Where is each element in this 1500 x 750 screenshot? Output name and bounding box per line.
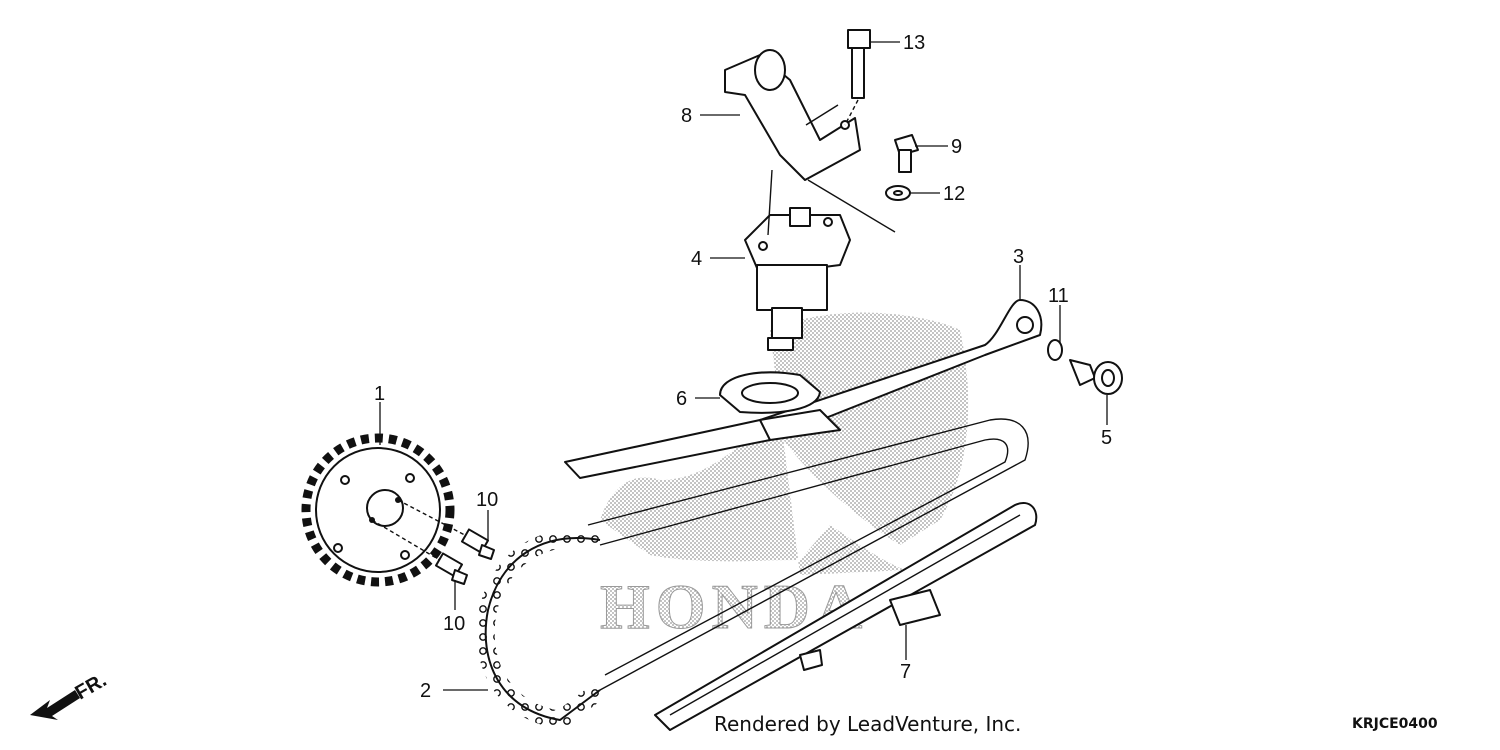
callout-12: 12 [943, 183, 965, 205]
bracket-bolt [844, 29, 871, 126]
callout-5: 5 [1101, 427, 1112, 449]
callout-3: 3 [1013, 246, 1024, 268]
diagram-code: KRJCE0400 [1352, 716, 1438, 732]
pivot-bolt [1069, 359, 1123, 395]
callout-10-lower: 10 [443, 613, 465, 635]
callout-9: 9 [951, 136, 962, 158]
chain-guide [654, 502, 1038, 731]
honda-watermark: HONDA [600, 312, 969, 643]
tensioner-screw [894, 134, 919, 173]
callout-1: 1 [374, 383, 385, 405]
callout-13: 13 [903, 32, 925, 54]
sealing-washer [885, 185, 911, 201]
pivot-washer [1047, 339, 1063, 361]
callout-6: 6 [676, 388, 687, 410]
tensioner-lifter [744, 207, 851, 351]
render-credit: Rendered by LeadVenture, Inc. [714, 712, 1022, 736]
callout-4: 4 [691, 248, 702, 270]
callout-2: 2 [420, 680, 431, 702]
callout-labels: 1 2 3 4 5 6 7 8 9 10 10 11 12 13 [374, 32, 1112, 702]
front-arrow-icon [30, 690, 80, 720]
tensioner-slipper [564, 299, 1043, 479]
callout-8: 8 [681, 105, 692, 127]
callout-11: 11 [1048, 285, 1069, 307]
callout-10-upper: 10 [476, 489, 498, 511]
callout-7: 7 [900, 661, 911, 683]
sprocket-bolt-upper [397, 499, 495, 560]
assembly-lines [767, 104, 896, 236]
watermark-text: HONDA [600, 571, 868, 642]
leader-lines [379, 41, 1108, 691]
tensioner-gasket [719, 371, 821, 414]
cam-sprocket [301, 433, 455, 587]
sprocket-bolt-lower [371, 519, 468, 585]
tensioner-bracket [724, 49, 861, 181]
front-direction-indicator: FR. [30, 669, 110, 720]
cam-chain [476, 418, 1029, 730]
